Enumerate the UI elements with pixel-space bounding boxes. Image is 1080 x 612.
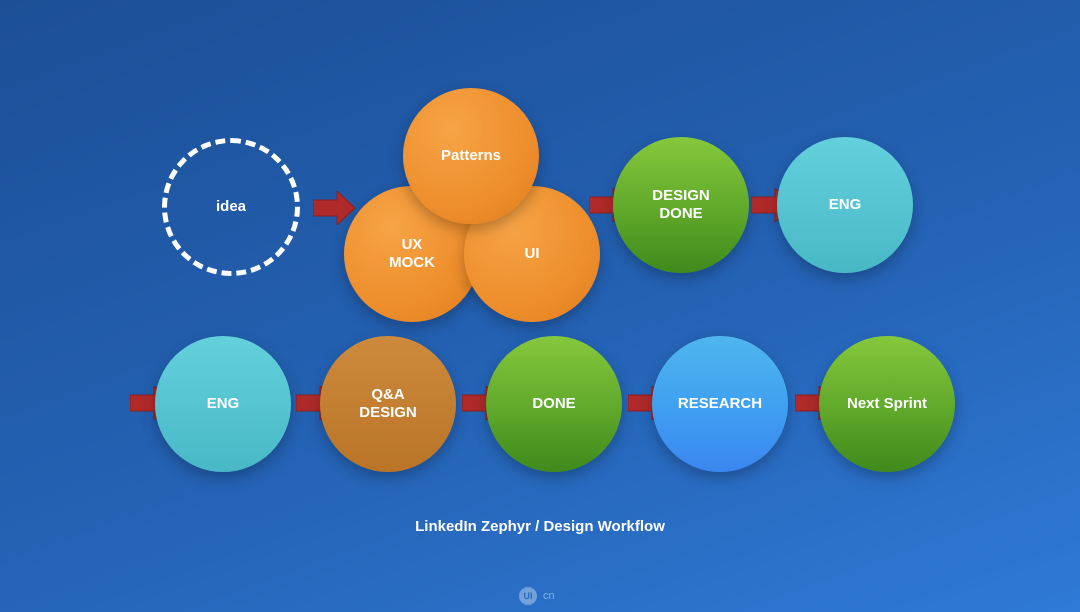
- eng-bottom-node: ENG: [155, 336, 291, 472]
- idea-node: idea: [162, 138, 300, 276]
- next-sprint-label: Next Sprint: [846, 395, 927, 412]
- qa-design-label: Q&A DESIGN: [359, 386, 417, 421]
- patterns-node: Patterns: [403, 88, 539, 224]
- watermark-logo: UI cn: [519, 586, 555, 606]
- ux-mock-label: UX MOCK: [389, 236, 435, 271]
- ui-label: UI: [524, 245, 540, 262]
- next-sprint-node: Next Sprint: [819, 336, 955, 472]
- eng-top-node: ENG: [777, 137, 913, 273]
- design-done-label: DESIGN DONE: [652, 187, 710, 222]
- patterns-label: Patterns: [440, 147, 502, 164]
- arrow-icon: [313, 191, 355, 225]
- design-done-node: DESIGN DONE: [613, 137, 749, 273]
- research-label: RESEARCH: [677, 395, 763, 412]
- logo-badge-icon: UI: [519, 587, 537, 605]
- done-label: DONE: [532, 395, 576, 412]
- idea-label: idea: [215, 198, 246, 215]
- qa-design-node: Q&A DESIGN: [320, 336, 456, 472]
- logo-suffix: cn: [543, 590, 555, 602]
- research-node: RESEARCH: [652, 336, 788, 472]
- eng-bottom-label: ENG: [206, 395, 240, 412]
- done-node: DONE: [486, 336, 622, 472]
- eng-top-label: ENG: [828, 196, 862, 213]
- diagram-caption: LinkedIn Zephyr / Design Workflow: [415, 518, 665, 535]
